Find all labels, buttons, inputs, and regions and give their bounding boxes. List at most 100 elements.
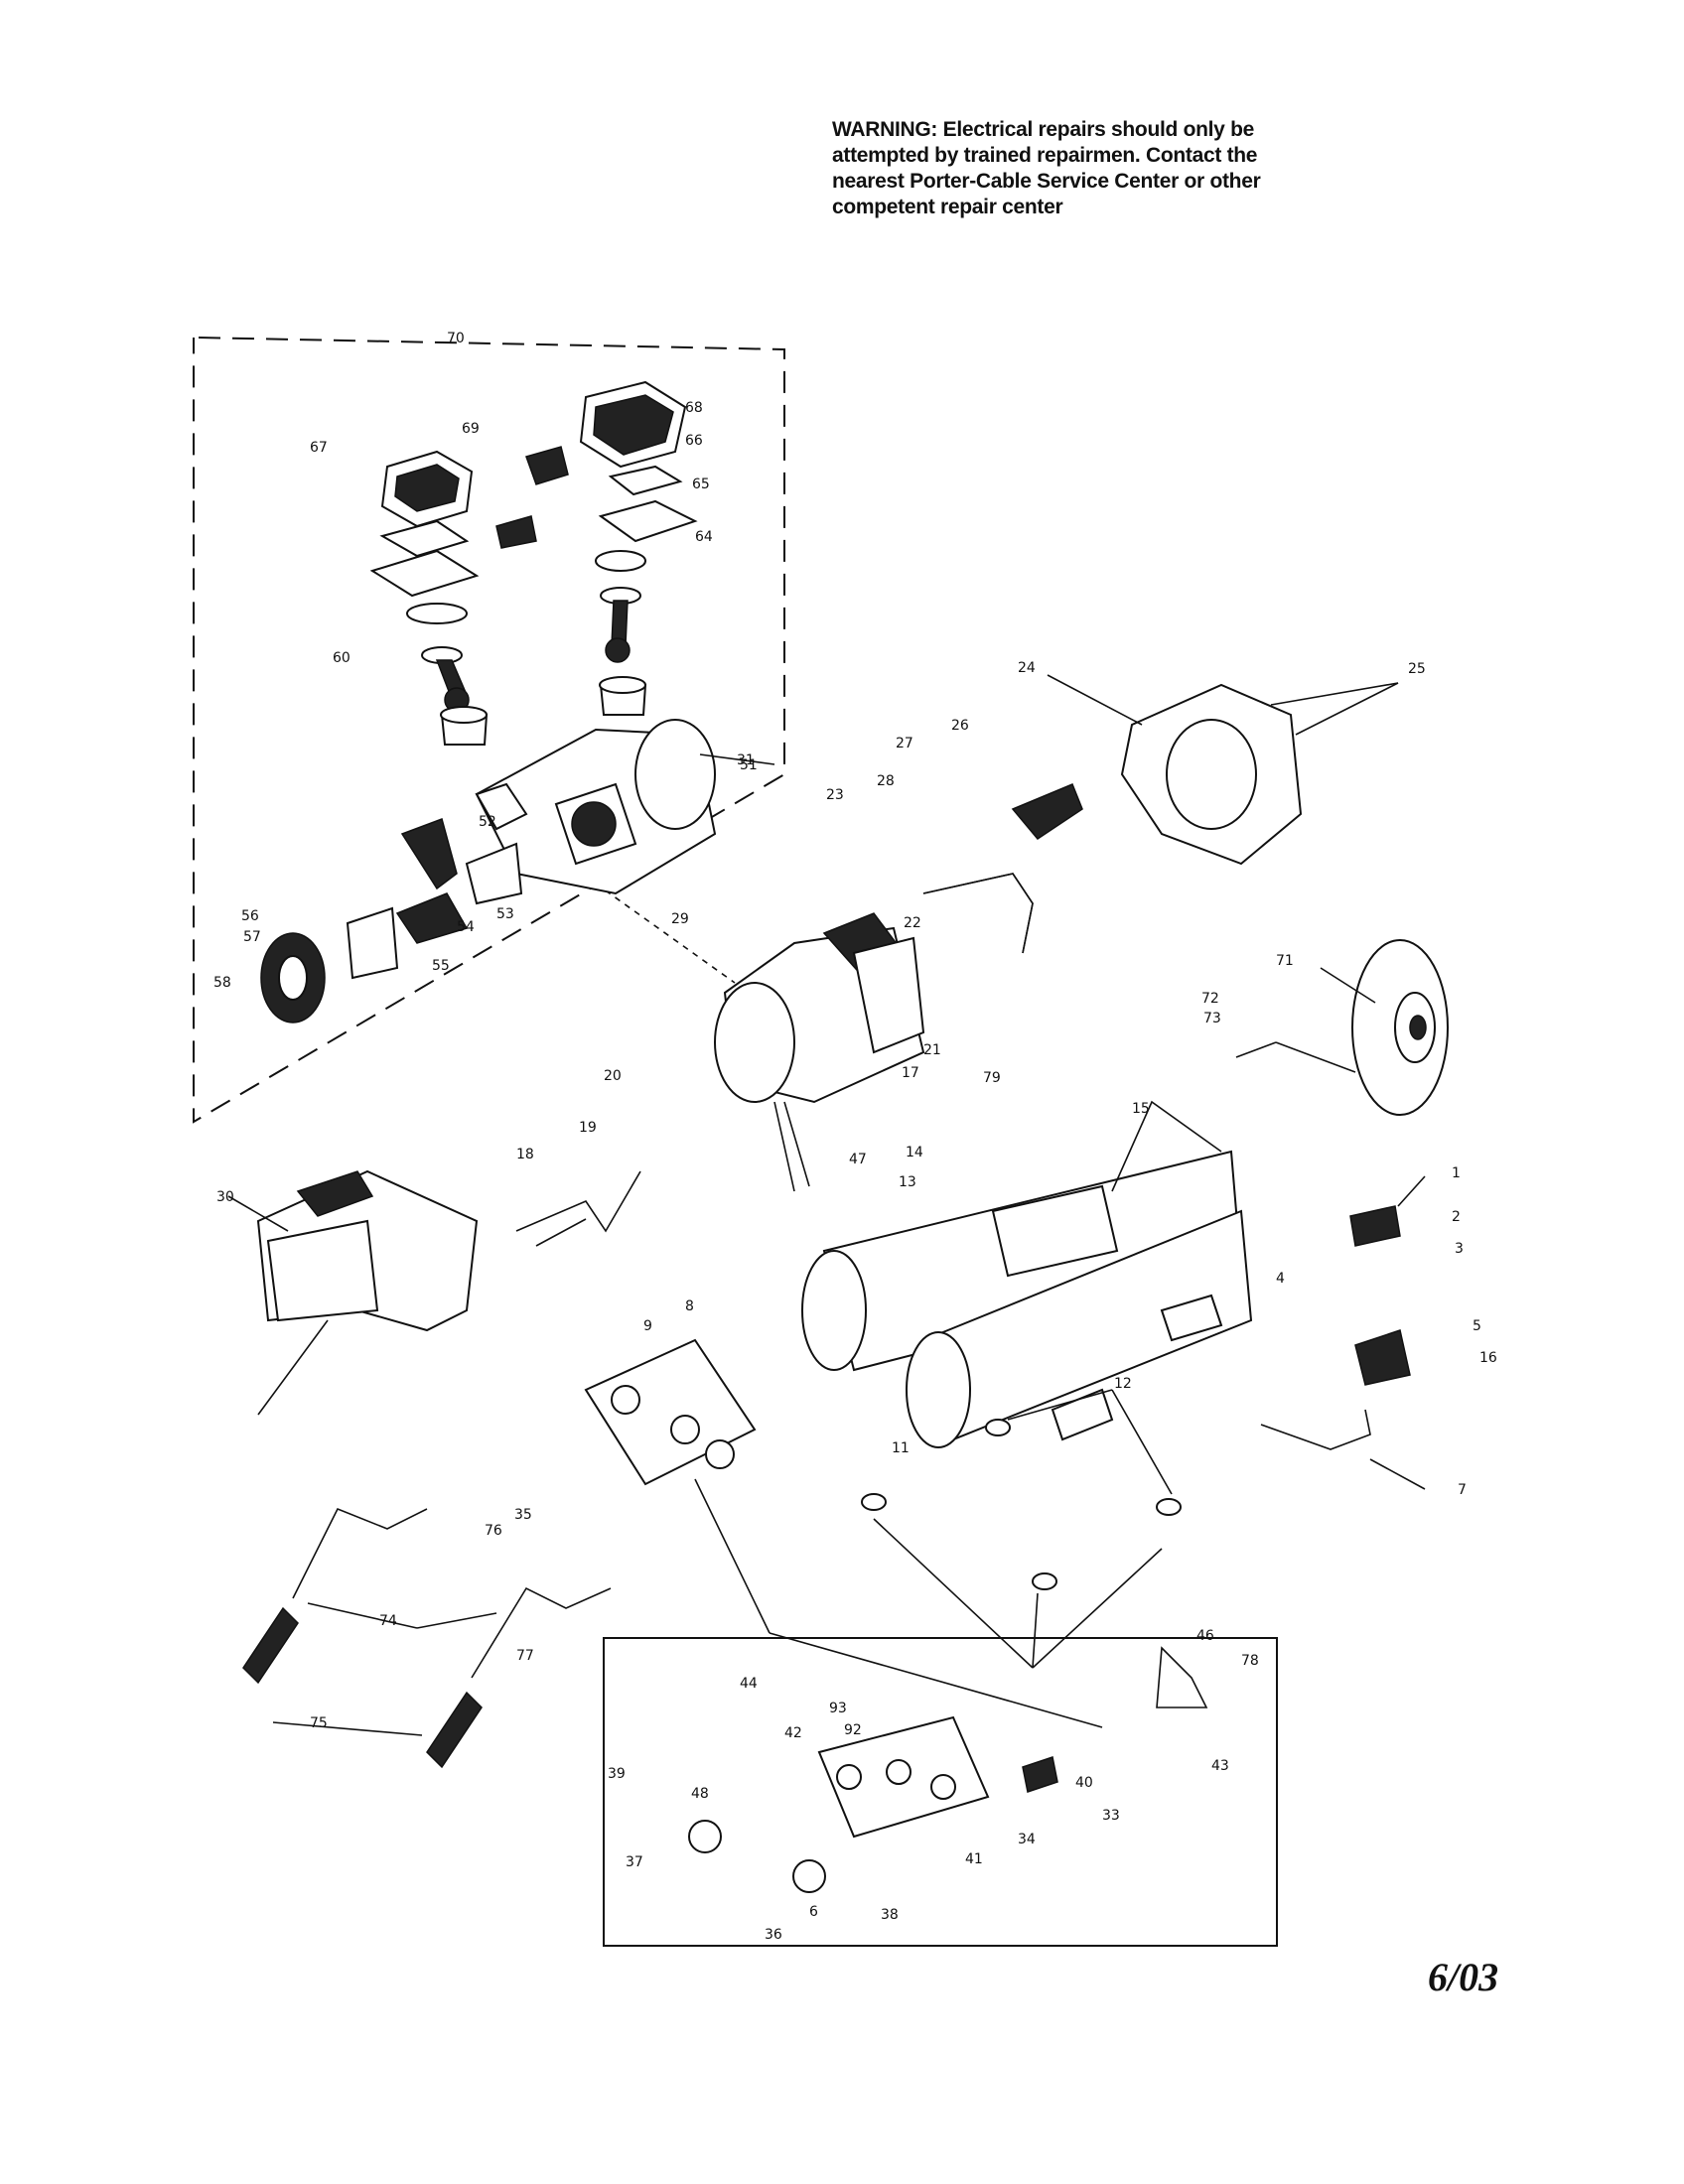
- callout-70: 70: [447, 331, 465, 346]
- callout-65: 65: [692, 477, 710, 492]
- callout-69: 69: [462, 421, 480, 437]
- callout-74: 74: [379, 1613, 397, 1629]
- callout-44: 44: [740, 1676, 758, 1692]
- power-cord-7: [1260, 1409, 1371, 1450]
- callout-47: 47: [849, 1152, 867, 1167]
- check-valves: [495, 446, 569, 549]
- callout-73: 73: [1203, 1011, 1221, 1026]
- callout-53: 53: [496, 906, 514, 922]
- tube-18: [515, 1170, 641, 1233]
- callout-54: 54: [457, 919, 475, 935]
- callout-60: 60: [333, 650, 351, 666]
- callout-78: 78: [1241, 1653, 1259, 1669]
- callout-75: 75: [310, 1715, 328, 1731]
- pump-head-right: [579, 380, 698, 716]
- dashed-leader: [595, 883, 736, 984]
- callout-30: 30: [216, 1189, 234, 1205]
- callout-38: 38: [881, 1907, 899, 1923]
- callout-28: 28: [877, 773, 895, 789]
- callout-20: 20: [604, 1068, 622, 1084]
- callout-22: 22: [904, 915, 921, 931]
- callout-3: 3: [1455, 1241, 1464, 1257]
- motor-pump-29: [714, 912, 925, 1192]
- callout-92: 92: [844, 1722, 862, 1738]
- callout-15: 15: [1132, 1101, 1150, 1117]
- pump-assembly-dashed-box: [193, 337, 785, 1124]
- callout-46: 46: [1196, 1628, 1214, 1644]
- callout-39: 39: [608, 1766, 626, 1782]
- callout-52: 52: [479, 814, 496, 830]
- callout-66: 66: [685, 433, 703, 449]
- callout-56: 56: [241, 908, 259, 924]
- callout-17: 17: [902, 1065, 919, 1081]
- control-panel-inset-box: [603, 1637, 1278, 1947]
- callout-33: 33: [1102, 1808, 1120, 1824]
- callout-14: 14: [906, 1145, 923, 1160]
- callout-77: 77: [516, 1648, 534, 1664]
- callout-11: 11: [892, 1440, 910, 1456]
- warning-line: WARNING: Electrical repairs should only …: [832, 118, 1254, 141]
- part-27: [1011, 783, 1083, 840]
- axle-72: [1275, 1041, 1356, 1073]
- control-panel-main: [584, 1338, 757, 1486]
- callout-27: 27: [896, 736, 913, 751]
- callout-4: 4: [1276, 1271, 1285, 1287]
- callout-1: 1: [1452, 1165, 1461, 1181]
- tube-23-inner: [922, 873, 1034, 954]
- callout-24: 24: [1018, 660, 1036, 676]
- motor-assembly-upper: [475, 719, 717, 895]
- callout-19: 19: [579, 1120, 597, 1136]
- callout-7: 7: [1458, 1482, 1467, 1498]
- warning-line: competent repair center: [832, 196, 1063, 218]
- rubber-feet-12: [861, 1419, 1182, 1590]
- pump-head-left: [369, 450, 489, 746]
- callout-34: 34: [1018, 1832, 1036, 1847]
- callout-41: 41: [965, 1851, 983, 1867]
- callout-12: 12: [1114, 1376, 1132, 1392]
- warning-text: WARNING: Electrical repairs should only …: [832, 117, 1329, 220]
- crank-parts: [260, 818, 523, 1024]
- callout-16: 16: [1479, 1350, 1497, 1366]
- callout-79: 79: [983, 1070, 1001, 1086]
- callout-2: 2: [1452, 1209, 1461, 1225]
- callout-58: 58: [213, 975, 231, 991]
- warning-line: attempted by trained repairmen. Contact …: [832, 144, 1258, 167]
- callout-25: 25: [1408, 661, 1426, 677]
- callout-51: 51: [740, 757, 758, 773]
- handle-74: [242, 1507, 612, 1769]
- callout-93: 93: [829, 1701, 847, 1716]
- callout-48: 48: [691, 1786, 709, 1802]
- callout-5: 5: [1473, 1318, 1481, 1334]
- warning-line: nearest Porter-Cable Service Center or o…: [832, 170, 1261, 193]
- callout-43: 43: [1211, 1758, 1229, 1774]
- callout-67: 67: [310, 440, 328, 456]
- date-code: 6/03: [1428, 1955, 1499, 1999]
- leader-lines: [227, 674, 1426, 1736]
- callout-21: 21: [923, 1042, 941, 1058]
- callout-42: 42: [784, 1725, 802, 1741]
- callout-37: 37: [626, 1854, 643, 1870]
- callout-64: 64: [695, 529, 713, 545]
- callout-76: 76: [485, 1523, 502, 1539]
- callout-6: 6: [809, 1904, 818, 1920]
- callout-55: 55: [432, 958, 450, 974]
- callout-71: 71: [1276, 953, 1294, 969]
- callout-31: 31: [737, 752, 755, 768]
- pressure-switch-5: [1354, 1329, 1411, 1386]
- callout-68: 68: [685, 400, 703, 416]
- control-panel-detail: [688, 1646, 1208, 1893]
- callout-13: 13: [899, 1174, 916, 1190]
- callout-36: 36: [765, 1927, 782, 1943]
- callout-8: 8: [685, 1298, 694, 1314]
- callout-40: 40: [1075, 1775, 1093, 1791]
- callout-26: 26: [951, 718, 969, 734]
- callout-35: 35: [514, 1507, 532, 1523]
- callout-23: 23: [826, 787, 844, 803]
- callout-29: 29: [671, 911, 689, 927]
- callout-72: 72: [1201, 991, 1219, 1007]
- callout-9: 9: [643, 1318, 652, 1334]
- callout-18: 18: [516, 1147, 534, 1162]
- fan-shroud-30: [256, 1169, 479, 1332]
